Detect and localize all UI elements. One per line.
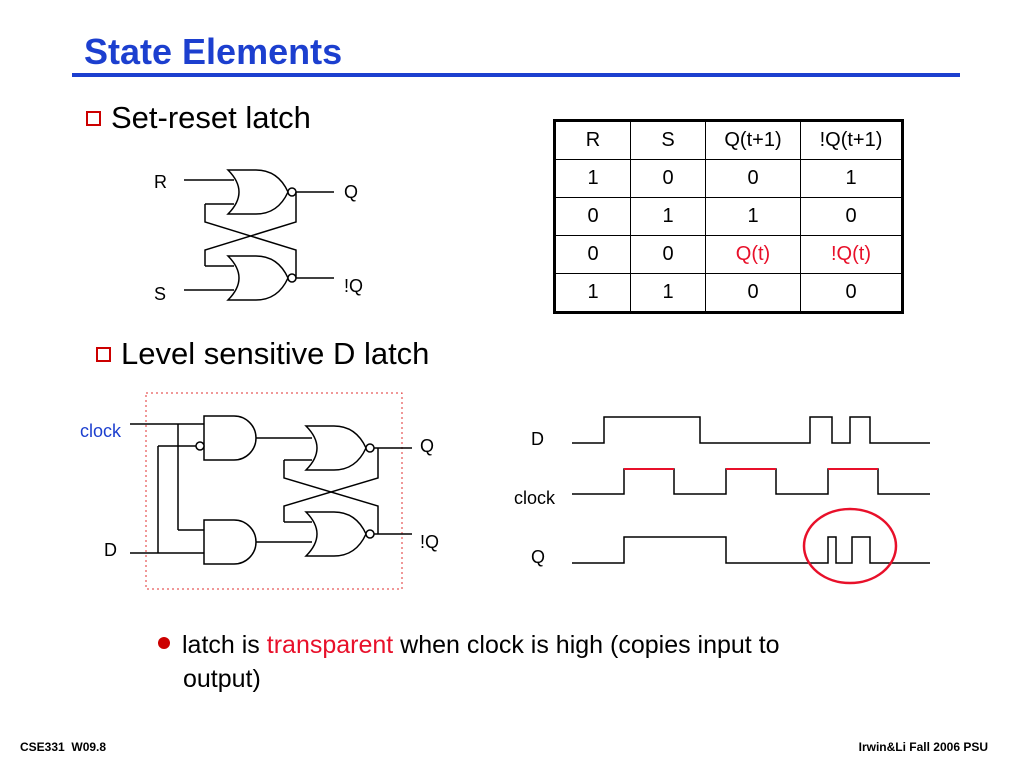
and-gate-bottom — [203, 519, 257, 565]
square-bullet-icon — [86, 110, 101, 126]
table-cell: 0 — [800, 197, 903, 236]
square-bullet-icon — [96, 346, 111, 362]
d-latch-diagram — [130, 415, 412, 565]
footer-credit: Irwin&Li Fall 2006 PSU — [858, 740, 988, 754]
table-cell: 1 — [705, 197, 801, 236]
d-latch-boundary — [145, 392, 403, 590]
bullet-text: Set-reset latch — [111, 100, 311, 135]
table-cell: 0 — [630, 159, 706, 198]
table-cell: 1 — [630, 273, 706, 313]
bullet-set-reset-latch: Set-reset latch — [86, 100, 311, 136]
wave-clock-label: clock — [514, 488, 556, 508]
slide-title: State Elements — [84, 31, 343, 72]
table-row: 0 1 1 0 — [554, 197, 903, 236]
note-post: when clock is high (copies input to — [393, 631, 780, 659]
table-row: 1 0 0 1 — [554, 159, 903, 198]
nor-gate-top — [227, 169, 297, 215]
table-row: 1 1 0 0 — [554, 273, 903, 313]
timing-diagram — [572, 416, 930, 585]
header-notq-next: !Q(t+1) — [800, 120, 903, 160]
d-waveform — [572, 416, 930, 444]
transparency-circle — [802, 507, 898, 585]
sr-input-r-label: R — [154, 172, 167, 192]
d-latch-clock-label: clock — [80, 421, 122, 441]
nor-gate-bottom — [305, 511, 375, 557]
round-bullet-icon — [158, 637, 170, 650]
table-header-row: R S Q(t+1) !Q(t+1) — [554, 120, 903, 160]
table-cell-highlight: !Q(t) — [800, 235, 903, 274]
table-cell: 0 — [554, 235, 631, 274]
bullet-d-latch: Level sensitive D latch — [96, 336, 429, 372]
table-row: 0 0 Q(t) !Q(t) — [554, 235, 903, 274]
note-pre: latch is — [182, 631, 267, 659]
table-cell: 0 — [800, 273, 903, 313]
note-line2: output) — [183, 665, 261, 693]
table-cell: 0 — [554, 197, 631, 236]
table-cell-highlight: Q(t) — [705, 235, 801, 274]
sr-input-s-label: S — [154, 284, 166, 304]
title-underline — [72, 73, 960, 77]
wave-d-label: D — [531, 429, 544, 449]
d-latch-d-label: D — [104, 540, 117, 560]
note-highlight: transparent — [266, 631, 394, 659]
nor-gate-bottom — [227, 255, 297, 301]
nor-gate-top — [305, 425, 375, 471]
sr-latch-diagram — [184, 169, 334, 301]
d-latch-q-label: Q — [420, 436, 434, 456]
table-cell: 0 — [705, 273, 801, 313]
sr-output-notq-label: !Q — [344, 276, 363, 296]
and-gate-top — [203, 415, 257, 461]
transparency-note: latch is transparent when clock is high … — [158, 628, 958, 696]
d-latch-notq-label: !Q — [420, 532, 439, 552]
bullet-text: Level sensitive D latch — [121, 336, 430, 371]
sr-output-q-label: Q — [344, 182, 358, 202]
table-cell: 1 — [554, 273, 631, 313]
sr-truth-table: R S Q(t+1) !Q(t+1) 1 0 0 1 0 1 1 0 0 0 Q… — [553, 119, 904, 314]
footer-course: CSE331 W09.8 — [20, 740, 107, 754]
clock-waveform — [572, 468, 930, 495]
table-cell: 0 — [630, 235, 706, 274]
q-waveform — [572, 536, 930, 564]
wave-q-label: Q — [531, 547, 545, 567]
